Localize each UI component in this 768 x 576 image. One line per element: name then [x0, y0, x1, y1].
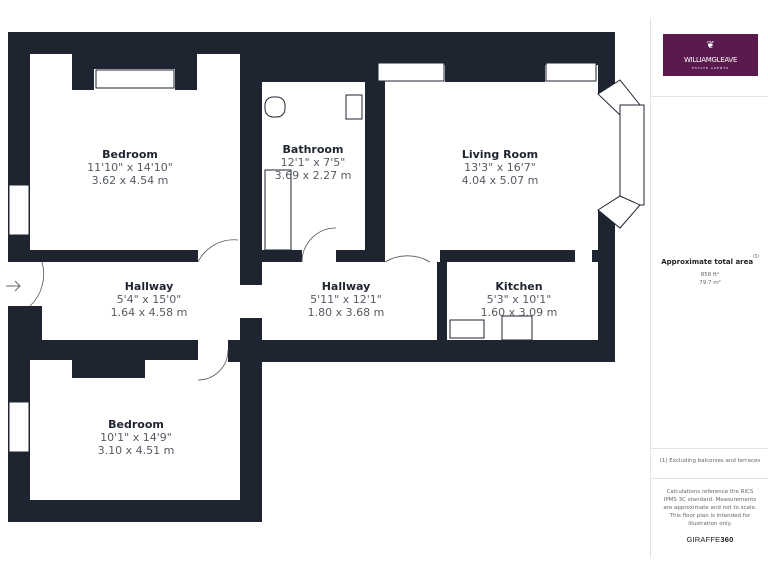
room-metric: 1.60 x 3.09 m [480, 306, 558, 319]
room-metric: 3.10 x 4.51 m [97, 444, 175, 457]
room-metric: 3.62 x 4.54 m [91, 174, 169, 187]
walls [8, 32, 615, 522]
room-metric: 4.04 x 5.07 m [461, 174, 539, 187]
room-name: Living Room [461, 148, 539, 161]
room-living-room: Living Room 13'3" x 16'7" 4.04 x 5.07 m [462, 148, 539, 187]
logo-monogram-icon: ❦ [706, 40, 715, 51]
room-metric: 1.64 x 4.58 m [110, 306, 188, 319]
room-imperial: 5'4" x 15'0" [116, 293, 182, 306]
room-kitchen: Kitchen 5'3" x 10'1" 1.60 x 3.09 m [481, 280, 558, 319]
room-imperial: 10'1" x 14'9" [100, 431, 172, 444]
footnote: (1) Excluding balconies and terraces [659, 458, 761, 464]
credit-number: 360 [720, 535, 734, 544]
company-logo: ❦ WILLIAMGLEAVE ESTATE AGENTS [663, 34, 758, 76]
disclaimer-section: Calculations reference the RICS IPMS 3C … [651, 478, 768, 558]
room-imperial: 5'3" x 10'1" [486, 293, 552, 306]
fixtures [264, 94, 533, 341]
room-name: Kitchen [495, 280, 543, 293]
credit: GIRAFFE360 [686, 535, 734, 544]
area-title: Approximate total area [661, 258, 754, 266]
room-name: Bedroom [102, 148, 158, 161]
logo-section: ❦ WILLIAMGLEAVE ESTATE AGENTS [651, 18, 768, 97]
doors [29, 227, 431, 381]
disclaimer: Calculations reference the RICS IPMS 3C … [663, 489, 757, 527]
room-hallway-1: Hallway 5'4" x 15'0" 1.64 x 4.58 m [111, 280, 188, 319]
room-name: Bedroom [108, 418, 164, 431]
windows [8, 62, 645, 453]
area-note-mark: (1) [753, 253, 759, 259]
logo-brand: WILLIAMGLEAVE [683, 56, 738, 64]
info-panel: ❦ WILLIAMGLEAVE ESTATE AGENTS Approximat… [650, 18, 768, 558]
room-bathroom: Bathroom 12'1" x 7'5" 3.69 x 2.27 m [275, 143, 352, 182]
room-imperial: 12'1" x 7'5" [280, 156, 346, 169]
logo-tagline: ESTATE AGENTS [691, 66, 730, 70]
room-bedroom-2: Bedroom 10'1" x 14'9" 3.10 x 4.51 m [98, 418, 175, 457]
area-sqft: 858 ft² [700, 272, 720, 278]
room-name: Bathroom [282, 143, 344, 156]
area-section: Approximate total area(1) 858 ft² 79.7 m… [651, 96, 768, 449]
room-imperial: 13'3" x 16'7" [464, 161, 536, 174]
floor-plan [6, 32, 645, 522]
room-metric: 1.80 x 3.68 m [307, 306, 385, 319]
entrance-arrow-icon [6, 280, 21, 292]
room-imperial: 11'10" x 14'10" [87, 161, 173, 174]
room-name: Hallway [321, 280, 371, 293]
room-hallway-2: Hallway 5'11" x 12'1" 1.80 x 3.68 m [308, 280, 385, 319]
room-imperial: 5'11" x 12'1" [310, 293, 382, 306]
room-metric: 3.69 x 2.27 m [274, 169, 352, 182]
room-name: Hallway [124, 280, 174, 293]
area-sqm: 79.7 m² [699, 280, 721, 286]
room-bedroom-1: Bedroom 11'10" x 14'10" 3.62 x 4.54 m [87, 148, 173, 187]
footnote-section: (1) Excluding balconies and terraces [651, 448, 768, 479]
